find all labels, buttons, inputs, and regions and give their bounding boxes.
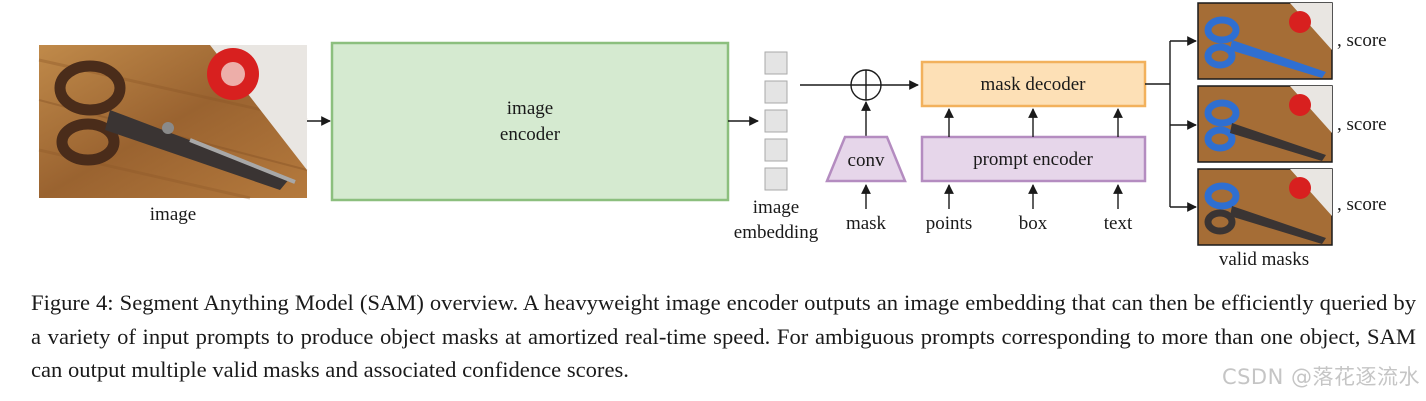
output-mask-3 [1197, 168, 1333, 246]
image-encoder-box [330, 41, 730, 202]
mask-input-label: mask [846, 213, 887, 234]
decoder-output-branches [1145, 36, 1197, 212]
prompt-input-points: points [926, 213, 972, 234]
sam-architecture-diagram: image image encoder image embedding conv… [38, 2, 1387, 270]
prompt-input-box: box [1019, 213, 1048, 234]
image-encoder-label-line2: encoder [500, 124, 561, 145]
figure-caption: Figure 4: Segment Anything Model (SAM) o… [31, 286, 1416, 387]
image-embedding-label-line2: embedding [734, 222, 819, 243]
image-encoder-label-line1: image [507, 98, 553, 119]
caption-label: Figure 4: [31, 290, 114, 315]
input-image-photo [38, 45, 308, 200]
caption-text: Segment Anything Model (SAM) overview. A… [31, 290, 1417, 382]
input-image-label: image [150, 204, 196, 225]
conv-block [825, 135, 907, 183]
valid-masks-label: valid masks [1219, 249, 1309, 270]
image-embedding-stack [764, 51, 788, 191]
prompt-encoder-label: prompt encoder [973, 149, 1093, 170]
score-label-1: , score [1337, 30, 1387, 51]
score-label-2: , score [1337, 114, 1387, 135]
output-mask-1 [1197, 2, 1333, 80]
conv-label: conv [848, 150, 885, 171]
sum-operator-icon [850, 69, 882, 101]
mask-decoder-box [920, 60, 1147, 108]
output-mask-2 [1197, 85, 1333, 163]
score-label-3: , score [1337, 194, 1387, 215]
image-embedding-label-line1: image [753, 197, 799, 218]
mask-decoder-label: mask decoder [981, 74, 1087, 95]
prompt-input-text: text [1104, 213, 1133, 234]
csdn-watermark: CSDN @落花逐流水 [1221, 365, 1420, 389]
